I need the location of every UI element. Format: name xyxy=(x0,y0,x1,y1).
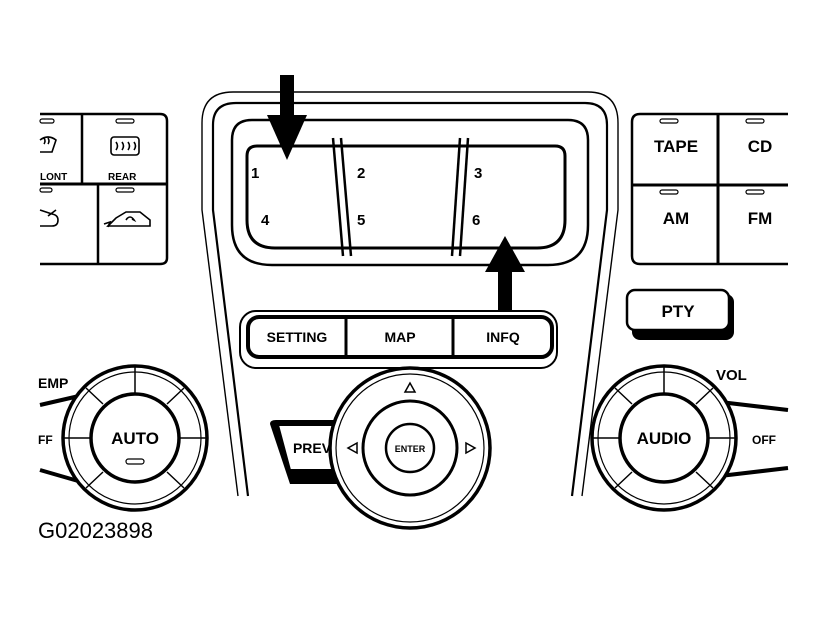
setting-button[interactable]: SETTING xyxy=(267,329,328,345)
info-button[interactable]: INFQ xyxy=(486,329,520,345)
nav-right-icon[interactable] xyxy=(465,441,477,455)
display-screen xyxy=(230,118,590,267)
pty-button[interactable]: PTY xyxy=(661,302,695,321)
audio-button[interactable]: AUDIO xyxy=(637,429,692,448)
fresh-air-icon[interactable] xyxy=(39,209,59,227)
function-button-row xyxy=(239,310,558,369)
nav-up-icon[interactable] xyxy=(403,381,417,393)
climate-button-grid xyxy=(39,112,169,266)
map-button[interactable]: MAP xyxy=(384,329,415,345)
indicator-arrow-down xyxy=(267,75,307,160)
rear-defrost-label: REAR xyxy=(108,172,137,183)
preset-1[interactable]: 1 xyxy=(251,165,259,182)
cd-button[interactable]: CD xyxy=(748,137,773,156)
preset-6[interactable]: 6 xyxy=(472,212,480,229)
volume-dial[interactable] xyxy=(590,364,789,512)
preset-4[interactable]: 4 xyxy=(261,212,270,229)
preset-3[interactable]: 3 xyxy=(474,165,482,182)
pty-button-shape xyxy=(625,288,734,340)
front-defrost-label: LONT xyxy=(40,172,67,183)
tape-button[interactable]: TAPE xyxy=(654,137,698,156)
vol-label: VOL xyxy=(716,367,747,384)
center-bezel xyxy=(201,91,619,497)
fm-button[interactable]: FM xyxy=(748,209,773,228)
audio-off-label: OFF xyxy=(752,433,776,447)
preset-2[interactable]: 2 xyxy=(357,165,365,182)
indicator-arrow-up xyxy=(485,236,525,322)
nav-dial[interactable] xyxy=(328,366,492,530)
climate-off-label: FF xyxy=(38,433,53,447)
audio-source-grid xyxy=(630,112,788,266)
preset-5[interactable]: 5 xyxy=(357,212,365,229)
figure-id: G02023898 xyxy=(38,518,153,543)
enter-button[interactable]: ENTER xyxy=(395,444,426,454)
front-defrost-icon[interactable] xyxy=(39,136,57,153)
temp-label: EMP xyxy=(38,375,68,391)
rear-defrost-icon[interactable] xyxy=(110,136,140,156)
prev-button[interactable]: PREV xyxy=(293,440,332,456)
climate-dial[interactable] xyxy=(39,364,209,512)
recirculation-icon[interactable] xyxy=(103,211,151,228)
nav-left-icon[interactable] xyxy=(346,441,358,455)
am-button[interactable]: AM xyxy=(663,209,689,228)
auto-button[interactable]: AUTO xyxy=(111,429,159,448)
